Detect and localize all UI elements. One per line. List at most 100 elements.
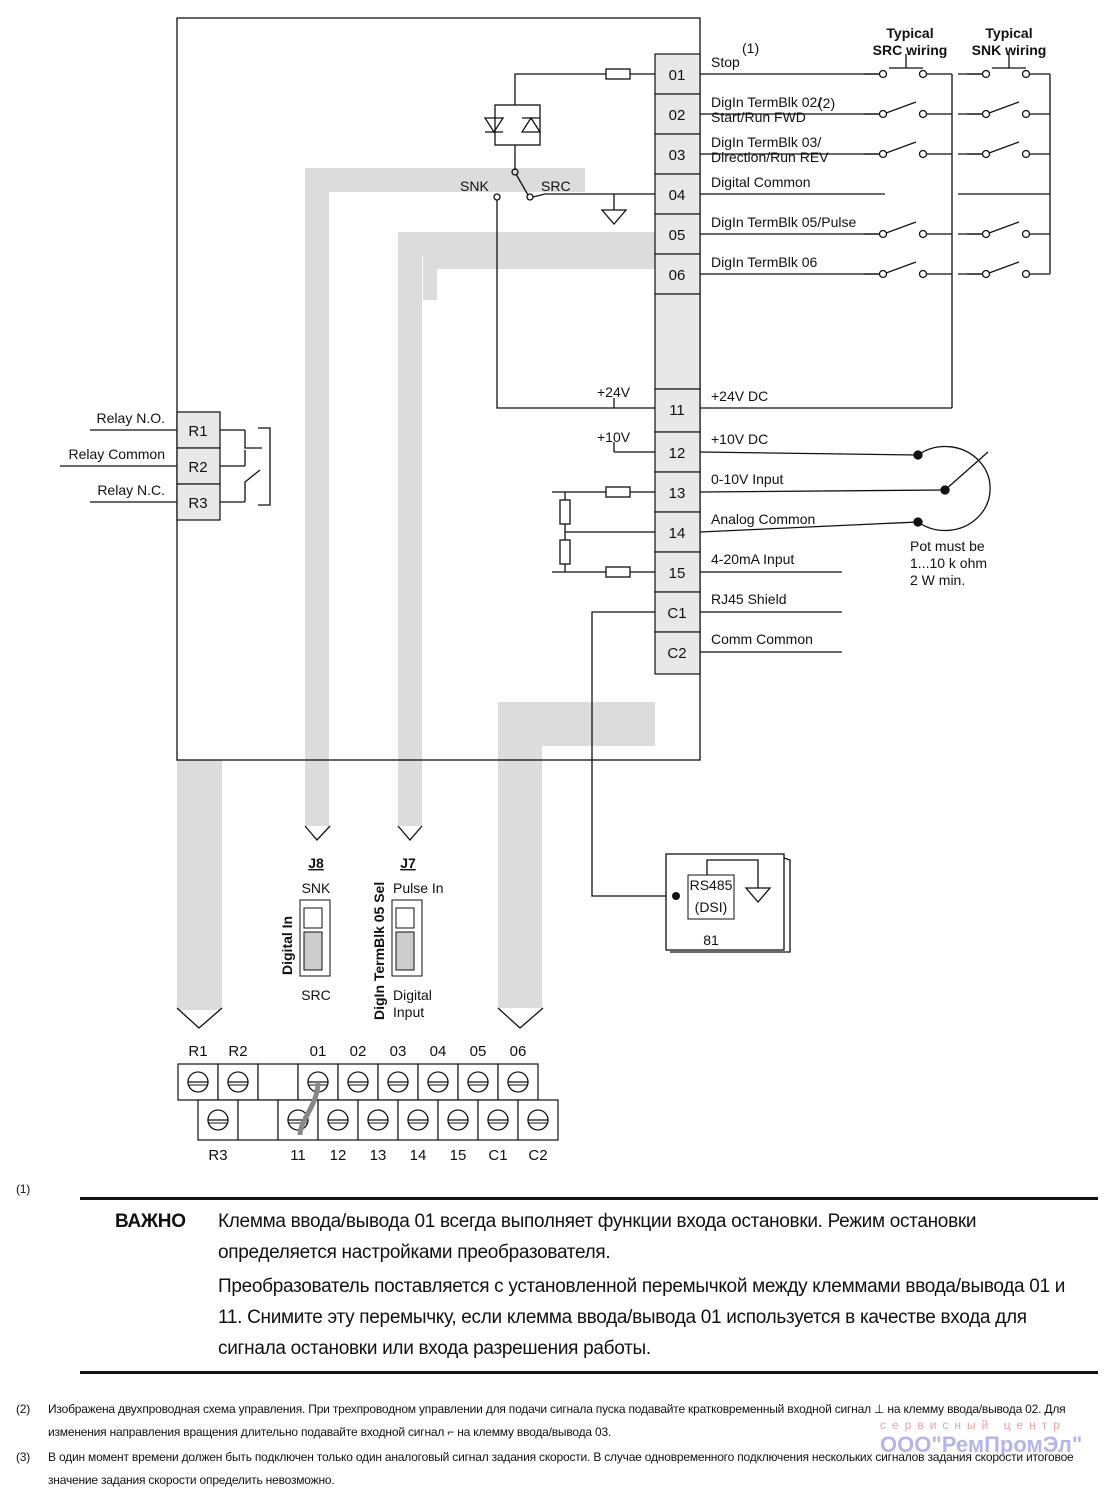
block-terminal-13[interactable]: 13 (357, 1099, 399, 1164)
diagram-line (981, 269, 991, 279)
terminal-13[interactable]: 13 0-10V Input (654, 471, 783, 513)
diagram-label: Relay N.O. (97, 410, 165, 426)
arrow-heads (176, 825, 544, 1029)
diagram-line (1021, 269, 1031, 279)
pot-note-3: 2 W min. (910, 572, 965, 588)
diagram-line (397, 825, 423, 841)
block-terminal-05[interactable]: 05 (457, 1043, 499, 1101)
diagram-line (981, 69, 991, 79)
diagram-line (176, 483, 221, 521)
diagram-label: (1) (742, 40, 759, 56)
jumper-j7[interactable]: J7 Pulse In Digital Input DigIn TermBlk … (371, 855, 444, 1020)
diagram-line (706, 859, 759, 888)
block-terminal-C1[interactable]: C1 (477, 1099, 519, 1164)
relay-terminal-R3[interactable]: R3 Relay N.C. (90, 482, 245, 521)
diagram-label: 01 (310, 1043, 327, 1060)
block-terminal-04[interactable]: 04 (417, 1043, 459, 1101)
diagram-line (878, 149, 888, 159)
diagram-line (878, 109, 888, 119)
diagram-line (244, 469, 261, 502)
diagram-line (981, 109, 991, 119)
diagram-label: J7 (400, 855, 416, 871)
block-terminal-02[interactable]: 02 (337, 1043, 379, 1101)
diagram-line (654, 293, 701, 390)
diagram-line (940, 485, 950, 495)
diagram-line (605, 566, 631, 578)
diagram-label: 13 (669, 485, 686, 502)
block-terminal-15[interactable]: 15 (437, 1099, 479, 1164)
diagram-line (699, 451, 919, 456)
diagram-line (257, 1063, 299, 1101)
block-terminal-R1[interactable]: R1 (177, 1043, 219, 1101)
diagram-line (699, 489, 946, 493)
diagram-label: 11 (290, 1147, 306, 1164)
diagram-line (176, 1007, 223, 1029)
diagram-label: 14 (410, 1147, 427, 1164)
diagram-line (520, 116, 542, 133)
block-terminal-03[interactable]: 03 (377, 1043, 419, 1101)
diagram-label: 13 (370, 1147, 387, 1164)
note-marker-1: (1) (16, 1182, 31, 1196)
block-terminal-C2[interactable]: C2 (517, 1099, 559, 1164)
block-terminal-R2[interactable]: R2 (217, 1043, 259, 1101)
divider-top (80, 1197, 1098, 1200)
diagram-label: 04 (669, 187, 686, 204)
diagram-line (559, 539, 571, 565)
important-text-1: Клемма ввода/вывода 01 всегда выполняет … (218, 1211, 977, 1263)
terminal-label: +10V DC (711, 431, 768, 447)
diagram-label: Relay Common (69, 446, 165, 462)
diagram-line (687, 874, 735, 920)
diagram-label: R3 (208, 1147, 227, 1164)
diagram-label: R3 (188, 495, 207, 512)
diagram-line (305, 168, 585, 826)
block-terminal-blank (257, 1063, 299, 1101)
block-terminal-14[interactable]: 14 (397, 1099, 439, 1164)
block-terminal-R3[interactable]: R3 (197, 1099, 239, 1164)
diagram-line (1021, 229, 1031, 239)
diagram-line (918, 109, 928, 119)
terminal-label: Digital Common (711, 174, 811, 190)
src-wiring-header: Typical (886, 25, 933, 41)
jumper-j8[interactable]: J8 SNK SRC Digital In (279, 855, 331, 1003)
jumper-wire-01-11[interactable] (297, 1081, 321, 1136)
block-terminal-12[interactable]: 12 (317, 1099, 359, 1164)
relay-terminal-R1[interactable]: R1 Relay N.O. (90, 410, 245, 449)
block-terminal-06[interactable]: 06 (497, 1043, 539, 1101)
diagram-line (559, 499, 571, 525)
pot-note: Pot must be (910, 538, 985, 554)
diagram-line (918, 229, 928, 239)
terminal-label: DigIn TermBlk 02/ (711, 94, 821, 110)
diagram-line (600, 209, 628, 225)
diagram-label: Relay N.C. (97, 482, 165, 498)
diagram-line (303, 931, 323, 971)
terminal-04[interactable]: 04 Digital Common (654, 173, 811, 215)
diagram-label: R1 (188, 1043, 207, 1060)
diagram-label: 15 (669, 565, 686, 582)
terminal-11[interactable]: 11+24V DC (654, 388, 768, 433)
diagram-label: J8 (308, 855, 324, 871)
diagram-label: DigIn TermBlk 05 Sel (371, 882, 387, 1020)
footnote-2-a: Изображена двухпроводная схема управлени… (48, 1402, 871, 1416)
terminal-label: Comm Common (711, 631, 813, 647)
src-wiring-header-2: SRC wiring (873, 42, 948, 58)
terminal-12[interactable]: 12+10V DC (654, 431, 768, 473)
terminal-label: 0-10V Input (711, 471, 783, 487)
diagram-line (672, 892, 680, 900)
diagram-label: C2 (528, 1147, 547, 1164)
terminal-label: +24V DC (711, 388, 768, 404)
rs485-port[interactable]: RS485 (DSI) 81 (665, 853, 791, 953)
diagram-label: 03 (669, 147, 686, 164)
diagram-line (913, 517, 923, 527)
diagram-label: 04 (430, 1043, 447, 1060)
diagram-label: R1 (188, 423, 207, 440)
diagram-label: Pulse In (393, 880, 444, 896)
